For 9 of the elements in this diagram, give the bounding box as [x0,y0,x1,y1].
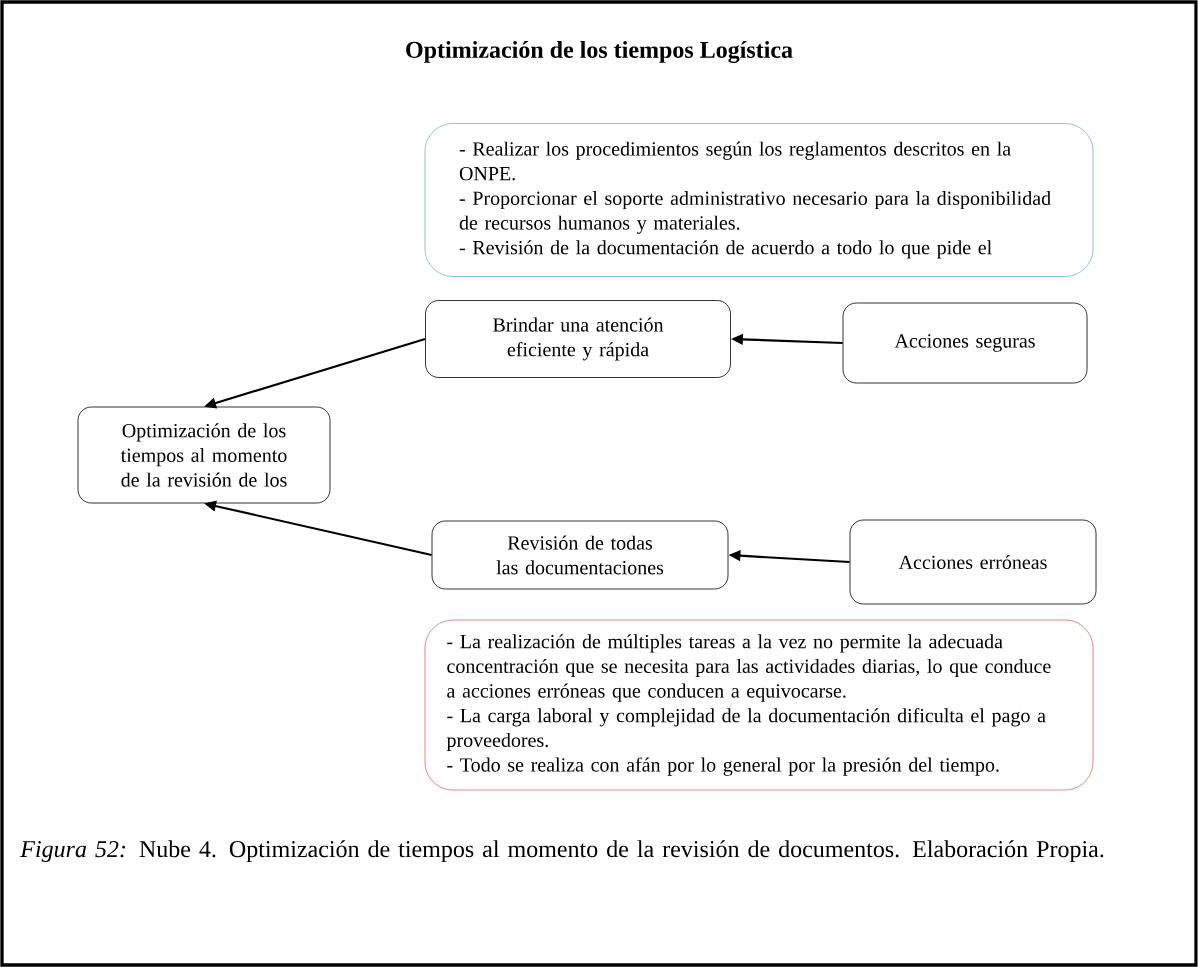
process-box: Acciones erróneas [849,519,1097,605]
caption: Figura 52: Nube 4. Optimización de tiempos al momento de la revisión de documentos. Elaboración Propia. [20,840,1104,863]
process-box: Optimización de los tiempos al momento de la revisión de los [77,406,331,504]
process-box: Brindar una atención eficiente y rápida [425,300,731,378]
title: Optimización de los tiempos Logística [406,41,793,63]
process-box: Revisión de todas las documentaciones [431,520,729,590]
note-box: - Realizar los procedimientos según los reglamentos descritos en la ONPE. - Proporcionar el soporte administrativo necesario para la disponibilidad de recursos humanos y materiales. - Revisión de la documentación de acuerdo a todo lo que pide el [424,123,1094,277]
process-box: Acciones seguras [842,302,1088,384]
note-box: - La realización de múltiples tareas a la vez no permite la adecuada concentración que se necesita para las actividades diarias, lo que conduce a acciones erróneas que conducen a equivocarse. - La carga laboral y complejidad de la documentación dificulta el pago a proveedores. - Todo se realiza con afán por lo general por la presión del tiempo. [424,619,1094,791]
